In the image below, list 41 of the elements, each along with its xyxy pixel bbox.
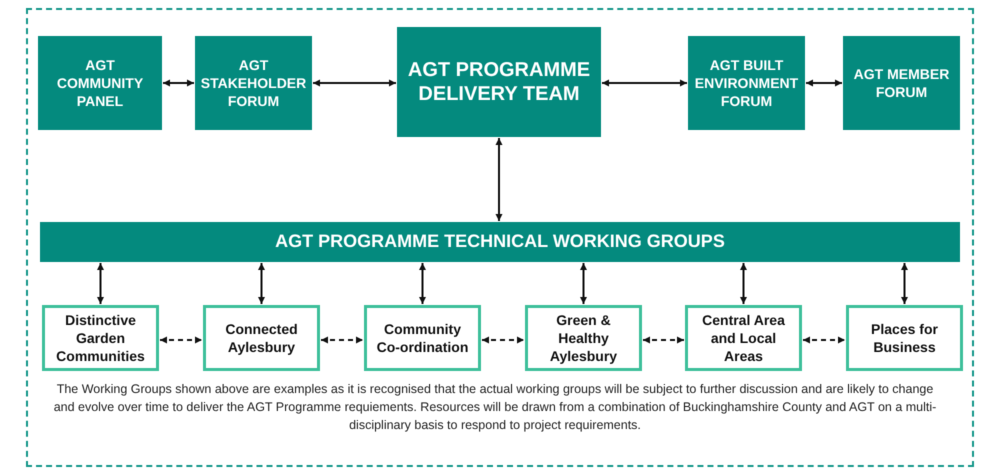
working-group-box xyxy=(525,305,642,371)
box-label: Distinctive Garden Communities xyxy=(55,310,146,366)
double-arrow xyxy=(740,263,747,304)
double-arrow xyxy=(163,80,194,86)
working-group-box xyxy=(685,305,802,371)
box-label: Central Area and Local Areas xyxy=(701,310,786,366)
header-bar xyxy=(40,222,960,262)
box-label: AGT STAKEHOLDER FORUM xyxy=(200,56,308,110)
double-arrow xyxy=(496,138,502,221)
working-group-box xyxy=(42,305,159,371)
team-box xyxy=(843,36,960,130)
box-label: AGT MEMBER FORUM xyxy=(852,64,950,102)
double-arrow xyxy=(419,263,426,304)
double-arrow xyxy=(97,263,104,304)
team-box xyxy=(397,27,601,137)
caption: The Working Groups shown above are examples as it is recognised that the actual working groups will be subject to further discussion and are likely to change and evolve over time to deliver the AGT Programme requiements. Resources will be drawn from a combination of Buckinghamshire County and AGT on a multi-disciplinary basis to respond to project requirements. xyxy=(52,381,938,434)
working-group-box xyxy=(364,305,481,371)
working-group-box xyxy=(203,305,320,371)
box-label: Places for Business xyxy=(870,320,939,356)
box-label: Community Co-ordination xyxy=(376,320,470,356)
box-label: AGT COMMUNITY PANEL xyxy=(56,56,144,110)
box-label: AGT PROGRAMME TECHNICAL WORKING GROUPS xyxy=(275,230,725,254)
double-arrow xyxy=(803,336,845,344)
double-arrow xyxy=(160,336,202,344)
double-arrow xyxy=(258,263,265,304)
double-arrow xyxy=(313,80,396,86)
box-label: AGT BUILT ENVIRONMENT FORUM xyxy=(694,56,800,110)
double-arrow xyxy=(643,336,684,344)
team-box xyxy=(38,36,162,130)
team-box xyxy=(195,36,312,130)
double-arrow xyxy=(482,336,524,344)
double-arrow xyxy=(580,263,587,304)
box-label: Green & Healthy Aylesbury xyxy=(548,310,618,366)
double-arrow xyxy=(321,336,363,344)
box-label: AGT PROGRAMME DELIVERY TEAM xyxy=(406,58,592,106)
box-label: Connected Aylesbury xyxy=(224,320,299,356)
working-group-box xyxy=(846,305,963,371)
team-box xyxy=(688,36,805,130)
double-arrow xyxy=(602,80,687,86)
double-arrow xyxy=(901,263,908,304)
double-arrow xyxy=(806,80,842,86)
